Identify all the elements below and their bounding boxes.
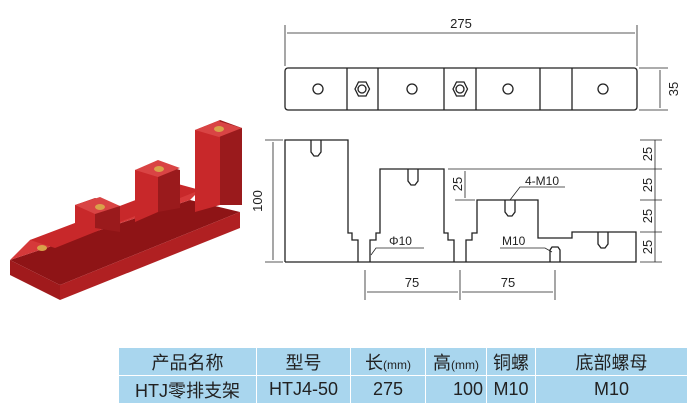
- header-height: 高(mm): [425, 347, 487, 376]
- label-hole: Φ10: [389, 234, 412, 248]
- cell-product-name: HTJ零排支架: [118, 375, 257, 404]
- cell-height: 100: [425, 375, 487, 404]
- cell-bottom-nut: M10: [535, 375, 688, 404]
- brass-insert-icon: [154, 166, 164, 172]
- cell-length: 275: [350, 375, 426, 404]
- header-model: 型号: [256, 347, 351, 376]
- brass-insert-icon: [95, 204, 105, 210]
- table-header-row: 产品名称 型号 长(mm) 高(mm) 铜螺 底部螺母: [118, 347, 688, 376]
- cell-copper-screw: M10: [486, 375, 536, 404]
- brass-insert-icon: [37, 245, 47, 251]
- side-view-outline: [284, 139, 637, 263]
- header-height-label: 高: [433, 352, 451, 373]
- spec-table: 产品名称 型号 长(mm) 高(mm) 铜螺 底部螺母 HTJ零排支架 HTJ4…: [118, 347, 688, 404]
- dim-step-inner: 25: [450, 177, 465, 191]
- header-height-unit: (mm): [451, 357, 479, 372]
- header-length-label: 长: [365, 352, 383, 373]
- top-view-outline: [284, 67, 638, 111]
- table-row: HTJ零排支架 HTJ4-50 275 100 M10 M10: [118, 375, 688, 404]
- header-copper-screw: 铜螺: [486, 347, 536, 376]
- dim-step-3: 25: [640, 209, 655, 223]
- product-photo: [10, 120, 242, 300]
- cell-model: HTJ4-50: [256, 375, 351, 404]
- label-bottom-thread: M10: [502, 234, 526, 248]
- dim-height: 100: [250, 190, 265, 212]
- header-bottom-nut: 底部螺母: [535, 347, 688, 376]
- dim-step-2: 25: [640, 178, 655, 192]
- header-length-unit: (mm): [383, 357, 411, 372]
- dim-step-1: 25: [640, 147, 655, 161]
- brass-insert-icon: [214, 126, 224, 132]
- dim-pitch-2: 75: [501, 275, 515, 290]
- dim-width: 35: [666, 82, 681, 96]
- header-length: 长(mm): [350, 347, 426, 376]
- dim-step-4: 25: [640, 240, 655, 254]
- label-thread: 4-M10: [525, 174, 559, 188]
- dim-pitch-1: 75: [405, 275, 419, 290]
- header-product-name: 产品名称: [118, 347, 257, 376]
- dim-length: 275: [450, 16, 472, 31]
